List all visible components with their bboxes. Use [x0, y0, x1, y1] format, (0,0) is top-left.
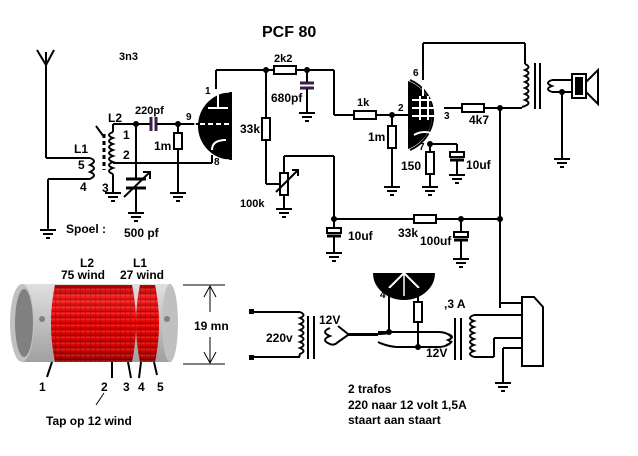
pin-pentode-7: 7: [419, 142, 425, 153]
title: PCF 80: [262, 24, 316, 41]
label-1m-pentode: 1m: [368, 130, 385, 144]
capacitor-100uf: [453, 219, 469, 258]
variable-capacitor: [123, 124, 151, 212]
coil-l1: [47, 157, 95, 230]
label-l1: L1: [74, 142, 88, 156]
coil-former-drawing: [10, 284, 178, 406]
ground-icon: [453, 258, 469, 268]
lead-1: 1: [39, 380, 46, 394]
ground-icon: [326, 252, 342, 262]
ground-icon: [422, 186, 438, 196]
ground-icon: [170, 192, 186, 202]
label-33k-anode: 33k: [240, 122, 260, 136]
label-1m-grid: 1m: [154, 139, 171, 153]
label-l2-coil: L2: [80, 256, 94, 270]
antenna-icon: [36, 49, 90, 159]
ground-icon: [276, 208, 292, 218]
label-diameter: 19 mn: [194, 319, 229, 333]
ground-icon: [105, 192, 121, 202]
label-500pf: 500 pf: [124, 226, 160, 240]
pin-pentode-2: 2: [398, 103, 404, 114]
pin-coil-1: 1: [123, 128, 130, 142]
note-line-3: staart aan staart: [348, 413, 441, 427]
coil-l2: [108, 123, 212, 192]
ground-icon: [495, 382, 511, 392]
label-150: 150: [401, 159, 421, 173]
pin-triode-8: 8: [214, 157, 220, 168]
label-220pf: 220pf: [135, 105, 164, 117]
potentiometer-100k: [275, 155, 335, 220]
capacitor-10uf-supply: [326, 219, 342, 252]
pin-pentode-3: 3: [444, 111, 450, 122]
lead-3: 3: [123, 380, 130, 394]
resistor-150: [425, 151, 435, 186]
lead-5: 5: [157, 380, 164, 394]
label-220v: 220v: [266, 331, 293, 345]
pin-coil-3: 3: [102, 181, 109, 195]
pin-heater-4: 4: [380, 290, 386, 301]
pin-coil-5: 5: [78, 158, 85, 172]
capacitor-10uf-cathode: [430, 143, 465, 174]
label-l1-turns: 27 wind: [120, 268, 164, 282]
label-100k: 100k: [240, 198, 265, 210]
lead-2: 2: [101, 380, 108, 394]
speaker-icon: [571, 67, 599, 107]
capacitor-220pf: [136, 117, 200, 131]
resistor-33k-anode: [261, 70, 280, 185]
label-10uf-supply: 10uf: [348, 229, 374, 243]
ground-icon: [299, 112, 315, 122]
label-33k-supply: 33k: [398, 226, 418, 240]
pin-coil-2: 2: [123, 148, 130, 162]
pentode-tube-icon: [408, 79, 446, 151]
label-100uf: 100uf: [420, 234, 452, 248]
label-12v-trafo2: 12V: [426, 346, 447, 360]
dimension-arrow: [183, 284, 225, 365]
rectifier-block: [499, 296, 544, 382]
lead-4: 4: [138, 380, 145, 394]
resistor-1m-pentode: [387, 115, 397, 186]
label-tap: Tap op 12 wind: [46, 414, 132, 428]
resistor-33k-supply: [413, 214, 500, 224]
ground-icon: [128, 212, 144, 222]
ferrite-core: [95, 125, 106, 170]
label-current: ,3 A: [444, 297, 466, 311]
ground-icon: [40, 229, 56, 239]
label-12v-trafo1: 12V: [319, 313, 340, 327]
output-transformer: [521, 63, 572, 109]
label-1k: 1k: [357, 97, 370, 109]
pin-heater-5: 5: [410, 290, 416, 301]
ground-icon: [384, 186, 400, 196]
label-2k2: 2k2: [274, 53, 292, 65]
pin-triode-1: 1: [205, 86, 211, 97]
resistor-2k2: [273, 65, 334, 75]
transformer-2: [445, 314, 522, 360]
pin-pentode-6: 6: [413, 68, 419, 79]
ground-icon: [554, 158, 570, 168]
triode-tube-icon: [194, 91, 232, 161]
label-l2: L2: [108, 111, 122, 125]
label-l1-coil: L1: [133, 256, 147, 270]
ground-icon: [449, 174, 465, 184]
label-680pf: 680pf: [271, 91, 303, 105]
label-spoel: Spoel :: [66, 222, 106, 236]
label-10uf-cathode: 10uf: [466, 158, 492, 172]
note-line-2: 220 naar 12 volt 1,5A: [348, 398, 467, 412]
label-l2-turns: 75 wind: [61, 268, 105, 282]
resistor-4k7: [461, 103, 522, 113]
pin-coil-4: 4: [80, 180, 87, 194]
label-3n3: 3n3: [119, 51, 138, 63]
note-line-1: 2 trafos: [348, 382, 392, 396]
heater-resistor: [413, 301, 423, 323]
capacitor-680pf: [300, 70, 314, 112]
pin-triode-9: 9: [186, 112, 192, 123]
resistor-1m-grid: [173, 124, 183, 192]
label-4k7: 4k7: [469, 113, 489, 127]
